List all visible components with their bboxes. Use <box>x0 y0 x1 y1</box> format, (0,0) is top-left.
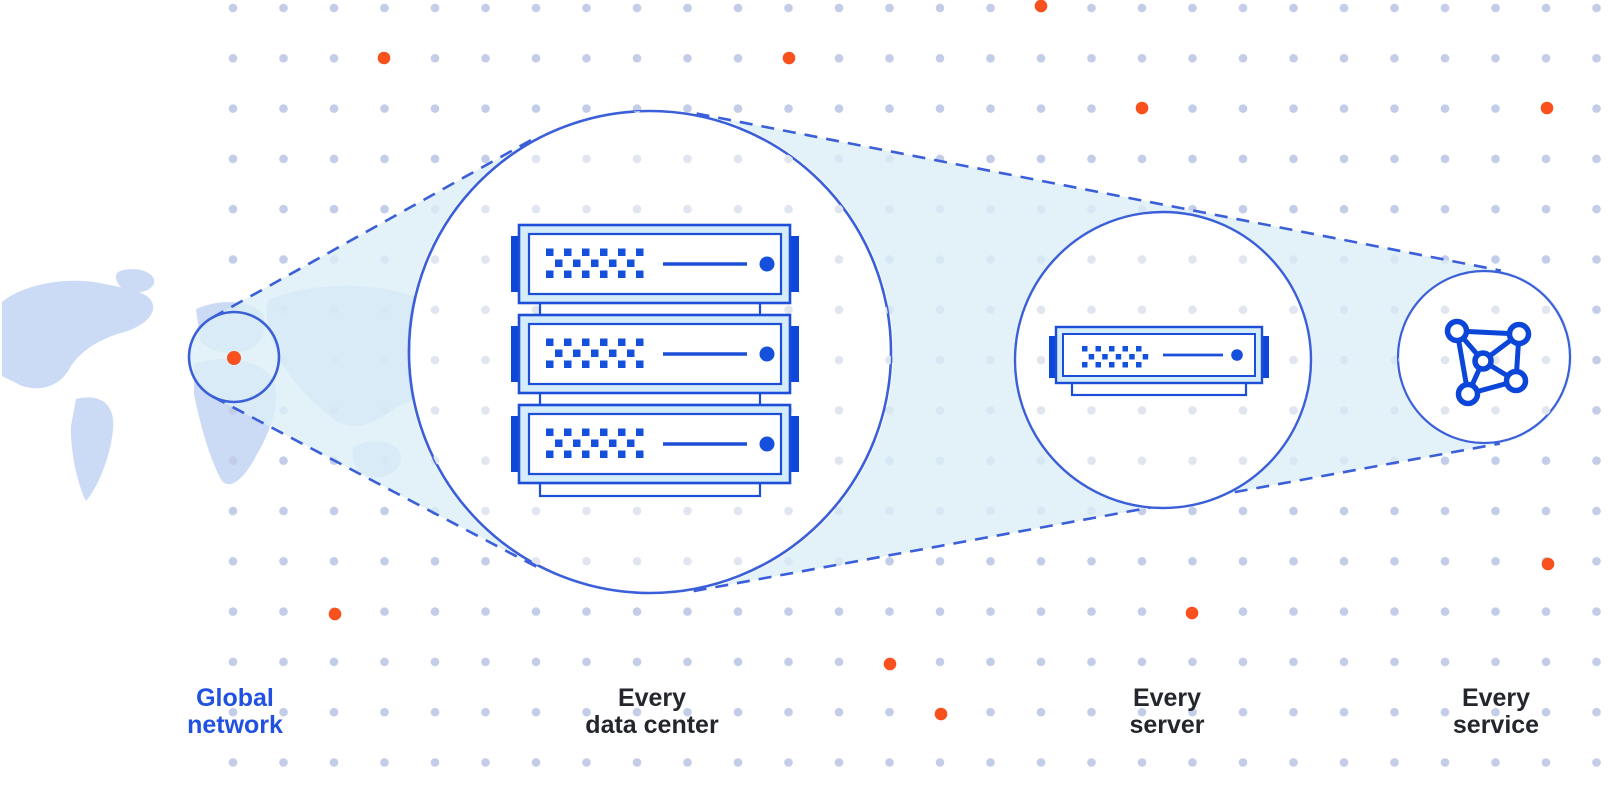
orange-accent-dots <box>328 0 1555 721</box>
label-global-network: Global network <box>95 685 375 739</box>
label-every-data-center: Every data center <box>512 685 792 739</box>
label-line: server <box>1129 711 1205 739</box>
zoom-beam-map-to-datacenter <box>189 139 537 568</box>
label-every-server: Every server <box>1027 685 1307 739</box>
label-line: Every <box>617 684 687 712</box>
label-line: Global <box>196 684 274 712</box>
location-dot <box>227 351 241 365</box>
datacenter-circle <box>407 109 893 595</box>
service-circle <box>1396 269 1572 445</box>
label-line: network <box>187 711 283 739</box>
server-stack-icon <box>511 225 799 498</box>
server-circle <box>1013 210 1313 510</box>
map-highlight-circle <box>187 310 281 404</box>
label-line: service <box>1452 711 1540 739</box>
label-line: Every <box>1132 684 1202 712</box>
zoom-beam-dashed-edges <box>211 112 1502 593</box>
label-every-service: Every service <box>1356 685 1620 739</box>
label-line: data center <box>585 711 719 739</box>
server-icon <box>1049 325 1269 397</box>
label-line: Every <box>1461 684 1531 712</box>
network-mesh-icon <box>1444 318 1532 407</box>
